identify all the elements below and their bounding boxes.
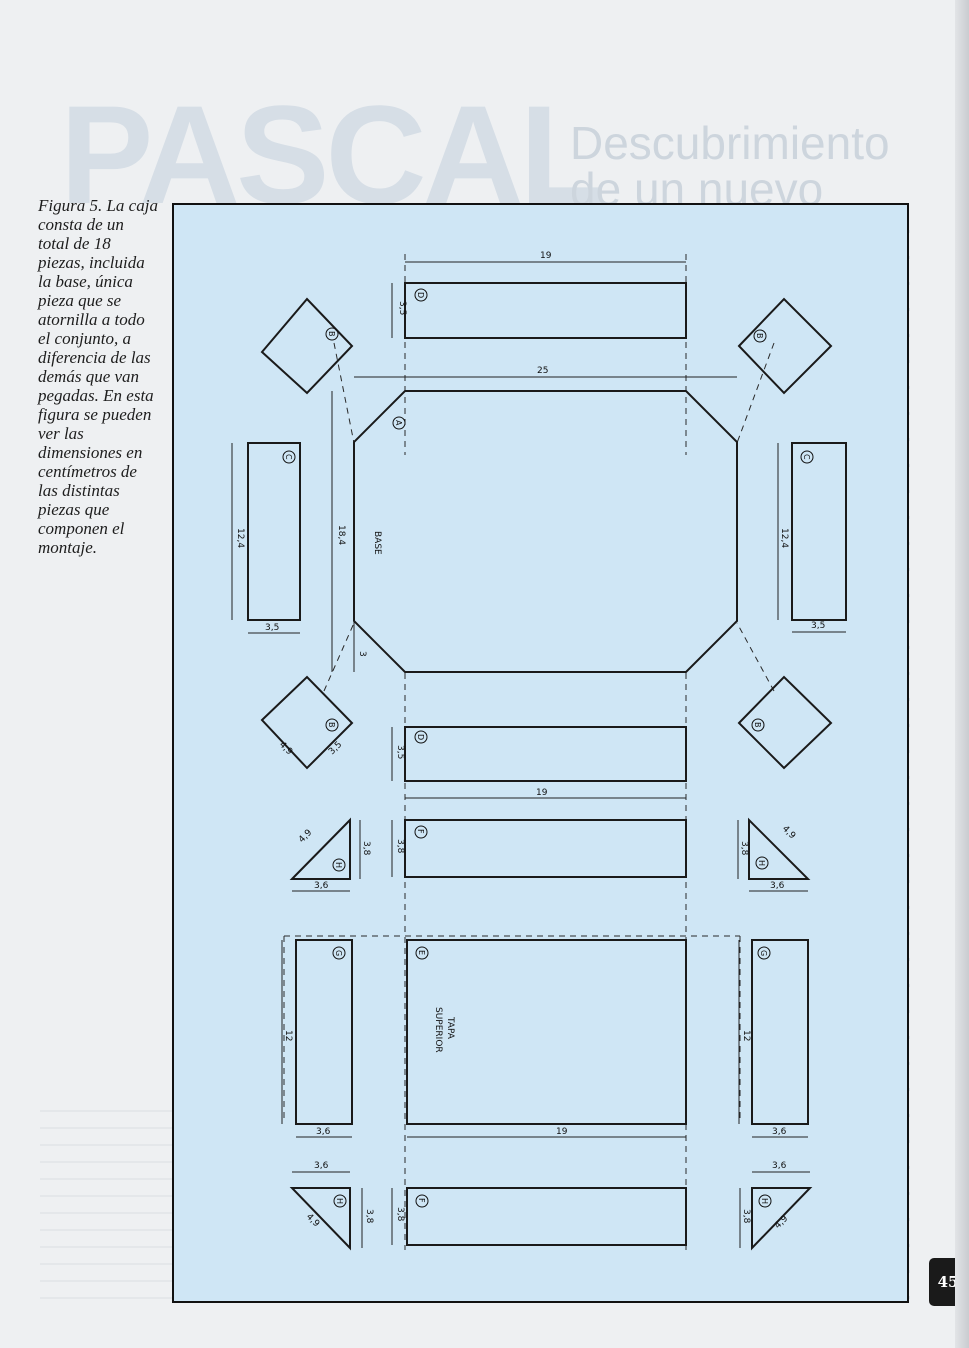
- piece-f-bottom-marker: [415, 1194, 429, 1208]
- dim-base-height: 18,4: [336, 525, 346, 545]
- dim-f-bottom-height: 3,8: [395, 1207, 405, 1222]
- piece-g-right-marker: [757, 946, 771, 960]
- piece-h-bottom-left-marker: [333, 1194, 347, 1208]
- dim-h-bottom-right-height: 3,8: [741, 1209, 751, 1224]
- piece-h-middle-left-label: H: [334, 862, 343, 868]
- piece-b-bottom-right: [737, 675, 833, 770]
- piece-c-left-marker: [282, 450, 296, 464]
- dim-d-length: 19: [540, 251, 552, 261]
- piece-f-middle: [404, 819, 687, 878]
- dim-h-bottom-right-base: 3,6: [772, 1161, 787, 1171]
- piece-h-bottom-left: [289, 1187, 351, 1251]
- dim-g-right-height: 12: [741, 1030, 751, 1041]
- piece-d-top: [404, 282, 687, 339]
- piece-e-marker: [415, 946, 429, 960]
- dim-h-middle-right-base: 3,6: [770, 881, 785, 891]
- guide-lines: [283, 254, 775, 1250]
- dim-d-bottom-height: 3,5: [395, 745, 405, 759]
- piece-c-right: [791, 442, 847, 621]
- piece-h-middle-left: [289, 817, 351, 880]
- piece-e-label: E: [417, 950, 426, 955]
- piece-h-bottom-right: [751, 1187, 813, 1251]
- piece-b-bottom-right-label: B: [753, 722, 762, 728]
- dim-d-height: 3,5: [397, 301, 407, 315]
- piece-b-top-right-marker: [753, 329, 767, 343]
- piece-a-label: A: [394, 420, 403, 426]
- dim-b-short: 3,5: [327, 740, 344, 757]
- piece-f-middle-label: F: [416, 829, 425, 834]
- piece-c-right-marker: [800, 450, 814, 464]
- piece-f-bottom: [406, 1187, 687, 1246]
- dim-h-middle-left-height: 3,8: [361, 841, 371, 856]
- piece-g-left-marker: [332, 946, 346, 960]
- piece-g-left: [295, 939, 353, 1125]
- piece-f-bottom-label: F: [417, 1198, 426, 1203]
- dim-h-middle-left-hyp: 4,9: [297, 828, 314, 845]
- dim-f-middle-height: 3,8: [395, 839, 405, 854]
- dim-g-right-width: 3,6: [772, 1127, 787, 1137]
- piece-b-top-right: [737, 297, 833, 395]
- piece-h-middle-right: [748, 817, 811, 880]
- dim-c-right-width: 3,5: [811, 621, 825, 631]
- tapa-label-line1: TAPA: [445, 1016, 455, 1040]
- dim-base-width: 25: [537, 366, 548, 376]
- dim-h-middle-right-hyp: 4,9: [780, 824, 797, 841]
- dim-h-middle-left-base: 3,6: [314, 881, 329, 891]
- dim-h-bottom-right-hyp: 4,9: [773, 1214, 790, 1231]
- piece-c-left: [247, 442, 301, 621]
- dim-g-left-height: 12: [283, 1030, 293, 1041]
- dim-corner: 3: [357, 651, 367, 657]
- dim-c-left-width: 3,5: [265, 623, 279, 633]
- piece-d-bottom: [404, 726, 687, 782]
- piece-b-top-left: [260, 297, 354, 395]
- figure-5-box-diagram: D 19 3,5 A BASE 25 18,4 3 B B C 12,4 3,5: [172, 203, 909, 1303]
- piece-b-bottom-left-marker: [325, 718, 339, 732]
- piece-d-bottom-label: D: [416, 734, 425, 740]
- background-title: PASCAL: [60, 76, 605, 233]
- piece-h-middle-right-marker: [755, 856, 769, 870]
- page-edge: [955, 0, 969, 1348]
- piece-c-right-label: C: [802, 454, 811, 460]
- piece-f-middle-marker: [414, 825, 428, 839]
- piece-h-middle-left-marker: [332, 858, 346, 872]
- figure-caption: Figura 5. La caja consta de un total de …: [38, 196, 158, 557]
- piece-e-tapa-superior: [406, 939, 687, 1125]
- dim-g-left-width: 3,6: [316, 1127, 331, 1137]
- piece-g-right-label: G: [759, 950, 768, 956]
- piece-b-top-left-marker: [325, 327, 339, 341]
- piece-h-bottom-right-label: H: [760, 1198, 769, 1204]
- dim-h-middle-right-height: 3,8: [739, 841, 749, 856]
- piece-b-top-right-label: B: [755, 333, 764, 339]
- piece-b-bottom-right-marker: [751, 718, 765, 732]
- piece-h-bottom-left-label: H: [335, 1198, 344, 1204]
- piece-b-bottom-left-label: B: [327, 722, 336, 728]
- piece-h-middle-right-label: H: [757, 860, 766, 866]
- piece-g-right: [751, 939, 809, 1125]
- dim-e-length: 19: [556, 1127, 568, 1137]
- piece-d-bottom-marker: [414, 730, 428, 744]
- piece-d-top-marker: [414, 288, 428, 302]
- tapa-label-line2: SUPERIOR: [433, 1007, 443, 1053]
- box-pieces-diagram: D 19 3,5 A BASE 25 18,4 3 B B C 12,4 3,5: [231, 251, 847, 1251]
- dim-h-bottom-left-base: 3,6: [314, 1161, 329, 1171]
- dim-c-right-height: 12,4: [779, 528, 789, 548]
- piece-a-marker: [392, 416, 406, 430]
- dim-f-length: 19: [536, 788, 548, 798]
- dim-b-side: 4,9: [277, 740, 294, 757]
- dim-h-bottom-left-height: 3,8: [364, 1209, 374, 1224]
- piece-b-bottom-left: [260, 675, 354, 770]
- piece-h-bottom-right-marker: [758, 1194, 772, 1208]
- piece-c-left-label: C: [284, 454, 293, 460]
- dim-c-left-height: 12,4: [235, 528, 245, 548]
- piece-a-base: [353, 390, 738, 673]
- piece-b-top-left-label: B: [327, 331, 336, 337]
- piece-d-top-label: D: [416, 292, 425, 298]
- base-label: BASE: [372, 531, 382, 555]
- piece-g-left-label: G: [334, 950, 343, 956]
